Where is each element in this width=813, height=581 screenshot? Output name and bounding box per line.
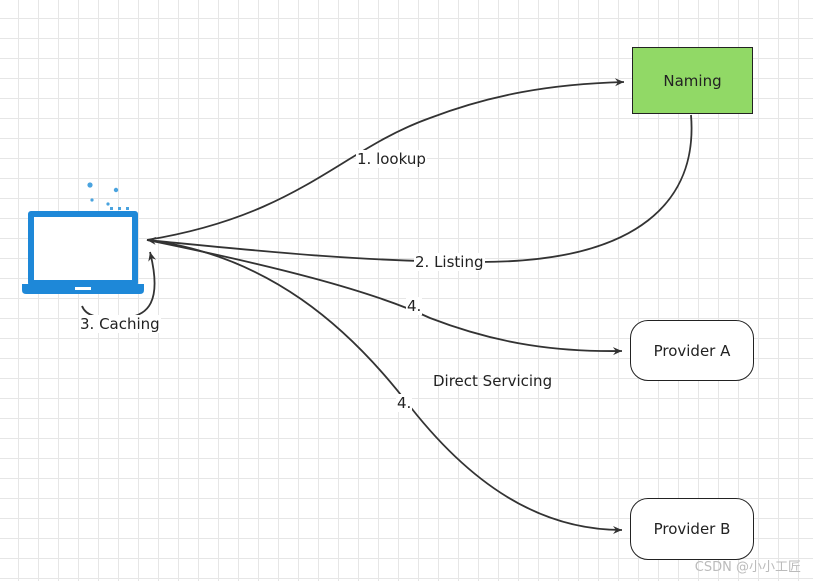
direct-servicing-label: Direct Servicing	[433, 372, 553, 390]
provider-b-node[interactable]: Provider B	[630, 498, 754, 560]
laptop-icon	[22, 182, 144, 294]
edge-listing	[146, 114, 693, 263]
step4-a-label: 4.	[406, 297, 423, 315]
caching-label: 3. Caching	[79, 315, 161, 333]
naming-node[interactable]: Naming	[632, 47, 753, 114]
step4-b-label: 4.	[396, 394, 413, 412]
watermark: CSDN @小小工匠	[694, 560, 801, 575]
edge-provider-a	[146, 239, 623, 356]
lookup-label: 1. lookup	[356, 150, 427, 168]
naming-label: Naming	[663, 71, 722, 90]
listing-label: 2. Listing	[414, 253, 485, 271]
provider-a-node[interactable]: Provider A	[630, 320, 754, 381]
provider-a-label: Provider A	[653, 341, 731, 360]
provider-b-label: Provider B	[653, 520, 731, 538]
edge-lookup	[146, 78, 625, 241]
